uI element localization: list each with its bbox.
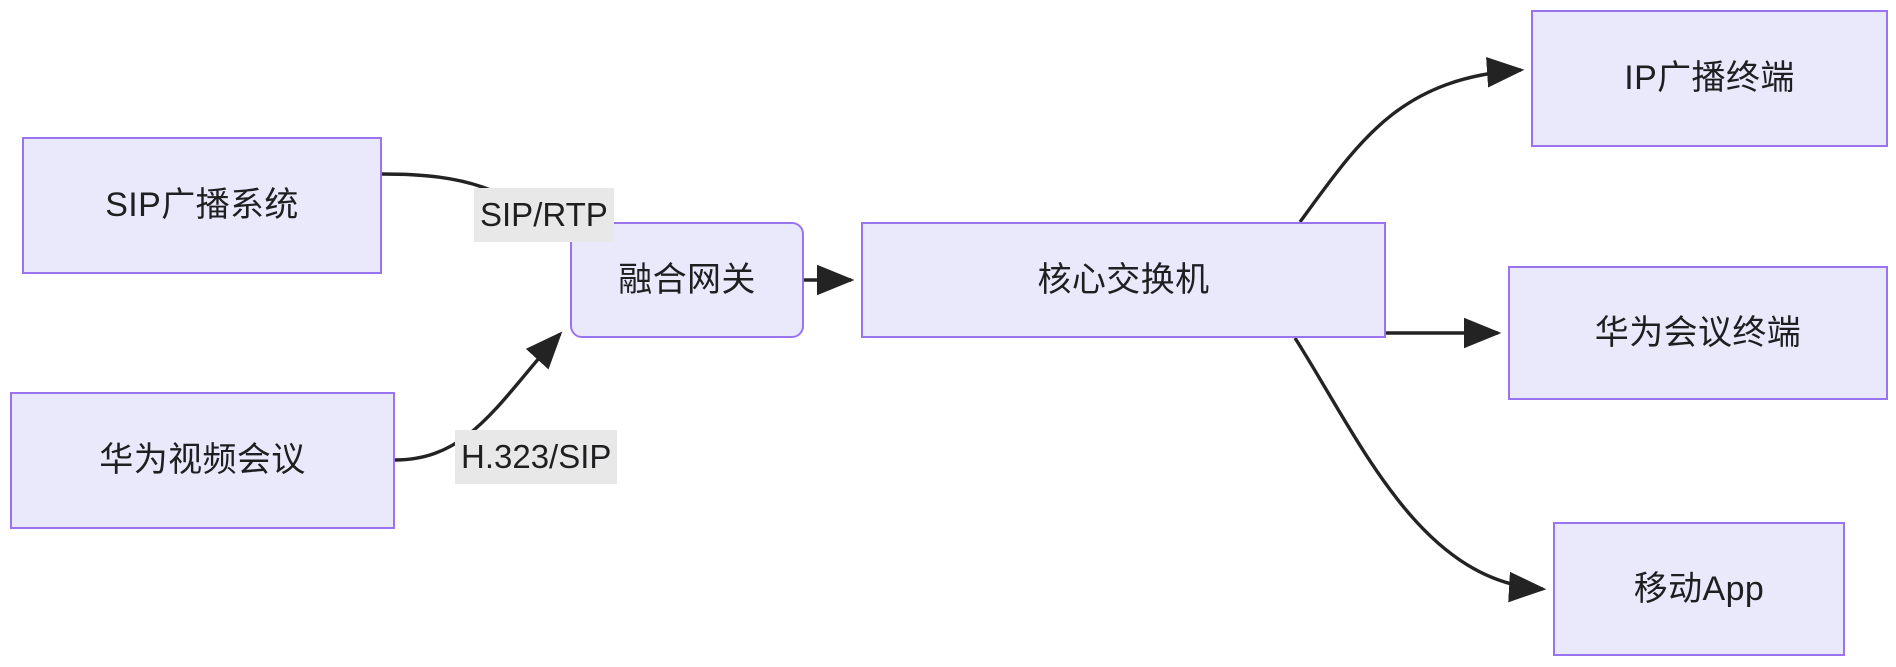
node-label: SIP广播系统 — [105, 186, 299, 225]
edge-label-h323-sip: H.323/SIP — [455, 430, 618, 484]
edge-huawei-video-to-gateway — [394, 331, 563, 462]
edge-label-sip-rtp: SIP/RTP — [474, 188, 614, 242]
node-mobile-app[interactable]: 移动App — [1553, 522, 1845, 656]
node-huawei-conference-terminal[interactable]: 华为会议终端 — [1508, 266, 1888, 400]
node-sip-broadcast[interactable]: SIP广播系统 — [22, 137, 382, 274]
node-ip-broadcast-terminal[interactable]: IP广播终端 — [1531, 10, 1888, 147]
node-label: IP广播终端 — [1624, 59, 1795, 98]
node-label: 华为视频会议 — [99, 441, 306, 480]
node-label: 华为会议终端 — [1594, 313, 1802, 352]
edge-core-switch-to-ip-terminal — [1298, 56, 1525, 224]
node-label: 移动App — [1633, 569, 1765, 608]
node-label: 核心交换机 — [1037, 260, 1210, 299]
edge-core-switch-to-mobile-app — [1293, 337, 1547, 603]
node-core-switch[interactable]: 核心交换机 — [861, 222, 1386, 338]
node-label: 融合网关 — [618, 260, 756, 299]
node-huawei-video[interactable]: 华为视频会议 — [10, 392, 395, 529]
